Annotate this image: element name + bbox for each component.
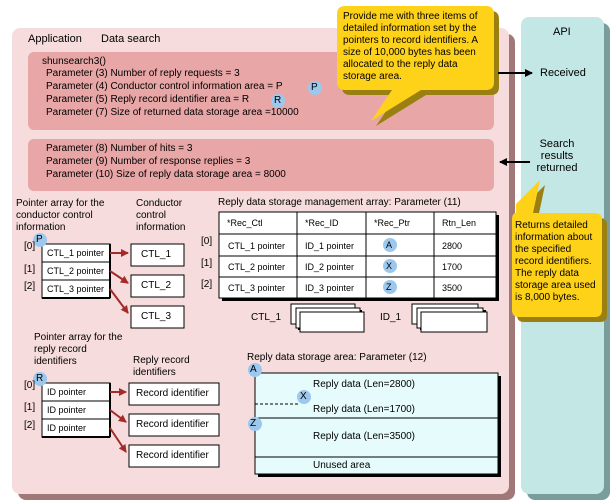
row2-len: 3500 <box>442 283 463 293</box>
ctl-cell-1: CTL_2 pointer <box>47 266 105 276</box>
id-index-2: [2] <box>24 420 36 431</box>
marker-x-storage: X <box>300 391 307 402</box>
storage-area-label: Reply data storage area: Parameter (12) <box>247 352 427 363</box>
ctl-index-0: [0] <box>24 241 36 252</box>
header-rec-id: *Rec_ID <box>305 218 339 228</box>
call-param-5: Parameter (5) Reply record identifier ar… <box>46 94 250 105</box>
response-callout <box>512 180 607 322</box>
mgmt-index-0: [0] <box>201 236 213 247</box>
row2-ctl: CTL_3 pointer <box>228 283 286 293</box>
call-param-4: Parameter (4) Conductor control informat… <box>46 81 283 92</box>
marker-p-call: P <box>311 82 318 93</box>
ctl-cell-2: CTL_3 pointer <box>47 284 105 294</box>
app-title: Application <box>28 33 82 45</box>
id-cell-2: ID pointer <box>47 423 87 433</box>
record-identifier-boxes <box>128 382 220 468</box>
header-rec-ptr: *Rec_Ptr <box>374 218 411 228</box>
header-rec-ctl: *Rec_Ctl <box>227 218 263 228</box>
result-param-8: Parameter (8) Number of hits = 3 <box>46 143 193 154</box>
api-title: API <box>553 26 571 38</box>
result-box <box>28 139 494 191</box>
header-rtn-len: Rtn_Len <box>442 218 477 228</box>
mgmt-index-2: [2] <box>201 279 213 290</box>
record-box-2: Record identifier <box>136 419 209 430</box>
storage-segment-3: Reply data (Len=3500) <box>313 431 416 442</box>
storage-segment-2: Reply data (Len=1700) <box>313 404 416 415</box>
record-ids-label: Reply record identifiers <box>133 355 190 378</box>
id-index-0: [0] <box>24 380 36 391</box>
response-callout-text: Returns detailed information about the s… <box>515 220 596 303</box>
call-param-3: Parameter (3) Number of reply requests =… <box>46 68 240 79</box>
mgmt-index-1: [1] <box>201 258 213 269</box>
id-link-arrows <box>109 388 127 453</box>
received-label: Received <box>540 67 586 79</box>
ctl-index-2: [2] <box>24 281 36 292</box>
id-stack-label: ID_1 <box>380 312 402 323</box>
management-array-table <box>218 211 499 301</box>
ctl-cell-0: CTL_1 pointer <box>47 248 105 258</box>
management-array-label: Reply data storage management array: Par… <box>218 197 461 208</box>
app-subtitle: Data search <box>101 33 161 45</box>
request-callout <box>337 6 499 126</box>
row0-id: ID_1 pointer <box>305 241 355 251</box>
result-param-10: Parameter (10) Size of reply data storag… <box>46 169 286 180</box>
row1-ctl: CTL_2 pointer <box>228 262 286 272</box>
storage-segment-unused: Unused area <box>313 460 371 471</box>
ctl-stack <box>290 303 365 333</box>
row0-ptr: A <box>386 240 393 250</box>
ctl-stack-label: CTL_1 <box>251 312 282 323</box>
row1-id: ID_2 pointer <box>305 262 355 272</box>
ctl-link-arrows <box>109 249 129 314</box>
marker-r-array: R <box>36 373 44 384</box>
marker-circles <box>33 81 397 431</box>
row1-ptr: X <box>386 261 393 271</box>
marker-r-call: R <box>274 95 282 106</box>
row2-id: ID_3 pointer <box>305 283 355 293</box>
row0-len: 2800 <box>442 241 463 251</box>
conductor-box-3: CTL_3 <box>141 311 172 322</box>
conductor-box-2: CTL_2 <box>141 280 172 291</box>
row1-len: 1700 <box>442 262 463 272</box>
marker-p-array: P <box>36 234 43 245</box>
call-param-7: Parameter (7) Size of returned data stor… <box>46 107 299 118</box>
ctl-array-label: Pointer array for the conductor control … <box>16 198 105 233</box>
conductor-info-label: Conductor control information <box>136 198 186 233</box>
id-index-1: [1] <box>24 402 36 413</box>
storage-segment-1: Reply data (Len=2800) <box>313 379 416 390</box>
id-array-label: Pointer array for the reply record ident… <box>34 332 123 367</box>
function-name: shunsearch3() <box>42 56 106 67</box>
id-stack <box>411 303 488 333</box>
result-param-9: Parameter (9) Number of response replies… <box>46 156 251 167</box>
marker-a-storage: A <box>250 364 257 375</box>
marker-z-storage: Z <box>250 418 257 429</box>
ctl-pointer-array <box>41 243 111 299</box>
record-box-1: Record identifier <box>136 388 209 399</box>
request-callout-text: Provide me with three items of detailed … <box>343 11 478 82</box>
record-box-3: Record identifier <box>136 450 209 461</box>
row0-ctl: CTL_1 pointer <box>228 241 286 251</box>
id-cell-1: ID pointer <box>47 405 87 415</box>
id-cell-0: ID pointer <box>47 387 87 397</box>
ctl-index-1: [1] <box>24 264 36 275</box>
conductor-box-1: CTL_1 <box>141 249 172 260</box>
returned-label: Search results returned <box>536 138 578 174</box>
conductor-info-boxes <box>130 243 185 329</box>
row2-ptr: Z <box>386 282 392 292</box>
